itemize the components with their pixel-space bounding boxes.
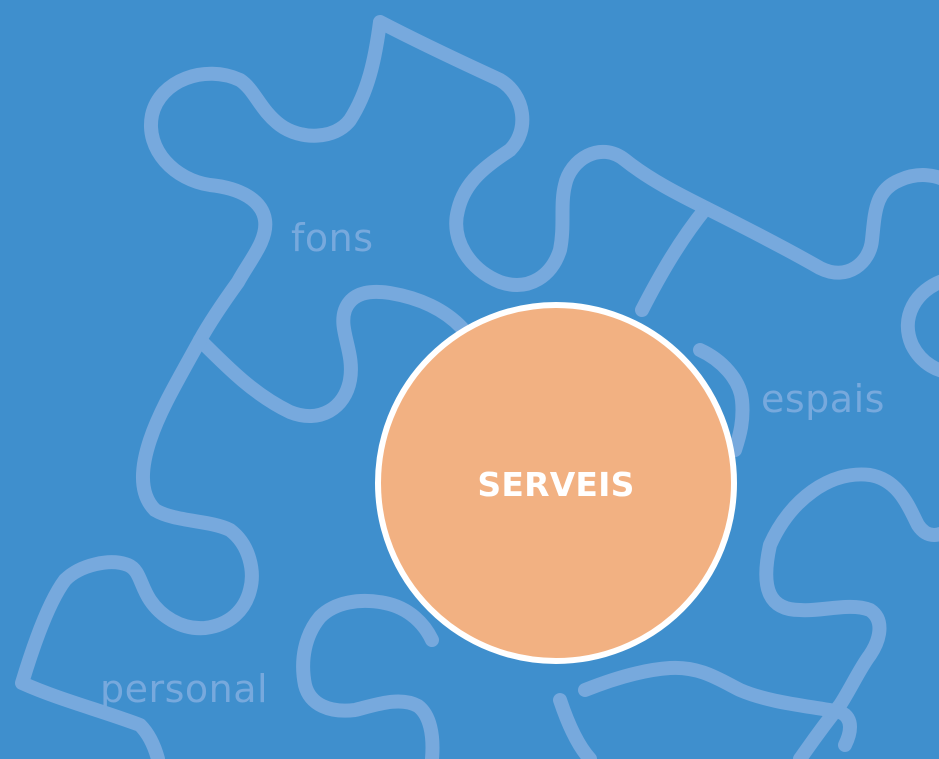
- label-personal: personal: [100, 667, 269, 711]
- label-espais: espais: [761, 377, 885, 421]
- center-title: SERVEIS: [477, 464, 635, 504]
- puzzle-piece-fons: [144, 15, 713, 423]
- label-fons: fons: [291, 216, 374, 260]
- puzzle-piece-espais: [693, 168, 939, 759]
- puzzle-piece-personal: [15, 333, 259, 759]
- puzzle-piece-bottom: [296, 594, 857, 759]
- center-circle: SERVEIS: [375, 302, 737, 664]
